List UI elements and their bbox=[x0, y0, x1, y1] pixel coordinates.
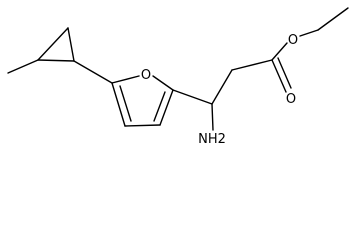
bond-cyclopropane-a bbox=[37, 27, 69, 61]
carbonyl-oxygen-label: O bbox=[286, 92, 296, 107]
bond-methyl-cyclopropyl bbox=[7, 59, 39, 74]
ring-oxygen-label: O bbox=[141, 68, 151, 83]
bond-furan-c3-c4 bbox=[124, 124, 161, 127]
bond-ch2-carbonyl bbox=[231, 59, 273, 71]
bond-furan-c2-c3-double bbox=[153, 91, 166, 122]
bond-furan-c2-c3 bbox=[159, 89, 174, 126]
structure-diagram: O O O NH2 bbox=[7, 7, 349, 147]
bond-furan-c4-c5 bbox=[111, 82, 126, 127]
bond-ch-ch2 bbox=[211, 69, 233, 105]
bond-ester-o-ch2 bbox=[299, 29, 319, 37]
bond-furan-c5-o bbox=[111, 75, 140, 84]
amino-group-label: NH2 bbox=[198, 132, 226, 147]
bond-cyclopropane-c bbox=[37, 59, 75, 62]
bond-furan-ch bbox=[172, 89, 213, 105]
bond-ch-nh2 bbox=[211, 103, 214, 131]
bond-carbonyl-double-a bbox=[271, 59, 287, 93]
bond-cyclopropane-b bbox=[67, 27, 75, 62]
molecule-structure: O O O NH2 bbox=[7, 7, 349, 147]
bond-cyclopropyl-furan bbox=[73, 60, 113, 84]
bond-carbonyl-double-b bbox=[277, 57, 292, 89]
bond-furan-o-c2 bbox=[152, 75, 174, 91]
bond-carbonyl-ester-o bbox=[271, 42, 288, 61]
ester-oxygen-label: O bbox=[288, 33, 298, 48]
bond-furan-c4-c5-double bbox=[119, 85, 132, 122]
bond-ch2-ch3 bbox=[317, 7, 349, 31]
